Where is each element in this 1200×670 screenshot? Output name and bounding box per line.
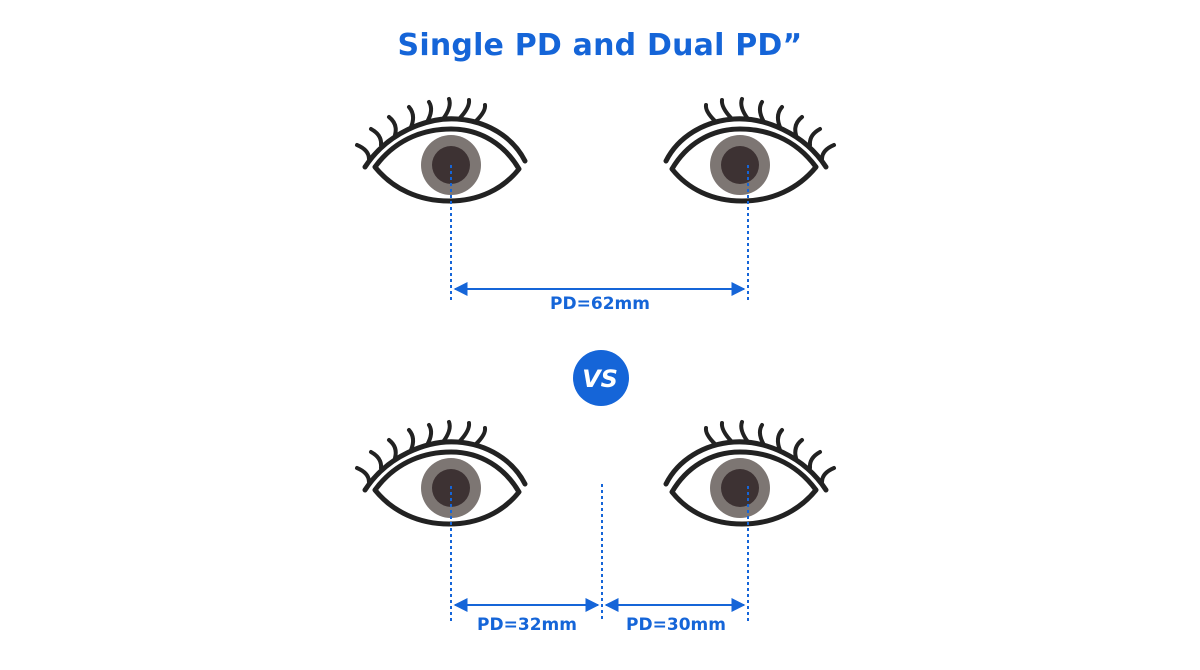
eyelash bbox=[820, 466, 836, 484]
eyelash bbox=[387, 115, 398, 137]
eyelash bbox=[425, 423, 434, 447]
eyelash bbox=[719, 98, 734, 121]
eyelash bbox=[441, 420, 452, 444]
eyelash bbox=[807, 450, 822, 470]
eye-right-top bbox=[355, 97, 528, 204]
eyelash bbox=[757, 100, 766, 124]
eyelash bbox=[739, 420, 750, 444]
eyelash bbox=[820, 143, 836, 161]
dual-pd-left-label: PD=30mm bbox=[626, 615, 726, 635]
eyelash bbox=[407, 105, 416, 129]
vs-badge-text: VS bbox=[582, 365, 618, 393]
eyelash bbox=[441, 97, 452, 121]
eyelash bbox=[457, 98, 472, 121]
eyelash bbox=[807, 127, 822, 147]
pupil bbox=[721, 146, 759, 184]
dual-pd-right-label: PD=32mm bbox=[477, 615, 577, 635]
eyelid-crease bbox=[362, 116, 528, 170]
eyelash bbox=[425, 100, 434, 124]
eyelash bbox=[369, 127, 384, 147]
eye-left-bottom bbox=[663, 420, 836, 527]
eyelash bbox=[473, 103, 488, 124]
eyelash bbox=[369, 450, 384, 470]
pupil bbox=[721, 469, 759, 507]
eyelash bbox=[703, 103, 718, 124]
eyelash bbox=[775, 428, 784, 452]
eyelash bbox=[793, 438, 804, 460]
eyelash bbox=[355, 143, 371, 161]
page-title: Single PD and Dual PD” bbox=[397, 28, 803, 63]
eyelash bbox=[355, 466, 371, 484]
vs-badge: VS bbox=[573, 350, 629, 406]
eyelash bbox=[719, 421, 734, 444]
eyelash bbox=[407, 428, 416, 452]
eyelash bbox=[703, 426, 718, 447]
single-pd-label: PD=62mm bbox=[550, 294, 650, 314]
eyelash bbox=[473, 426, 488, 447]
eyelash bbox=[775, 105, 784, 129]
eye-left-top bbox=[663, 97, 836, 204]
eyelash bbox=[793, 115, 804, 137]
eyelid-crease bbox=[362, 439, 528, 493]
eyelash bbox=[739, 97, 750, 121]
eye-right-bottom bbox=[355, 420, 528, 527]
eyelash bbox=[387, 438, 398, 460]
eyelid-crease bbox=[663, 439, 829, 493]
eyelash bbox=[757, 423, 766, 447]
eyelid-crease bbox=[663, 116, 829, 170]
eyelash bbox=[457, 421, 472, 444]
